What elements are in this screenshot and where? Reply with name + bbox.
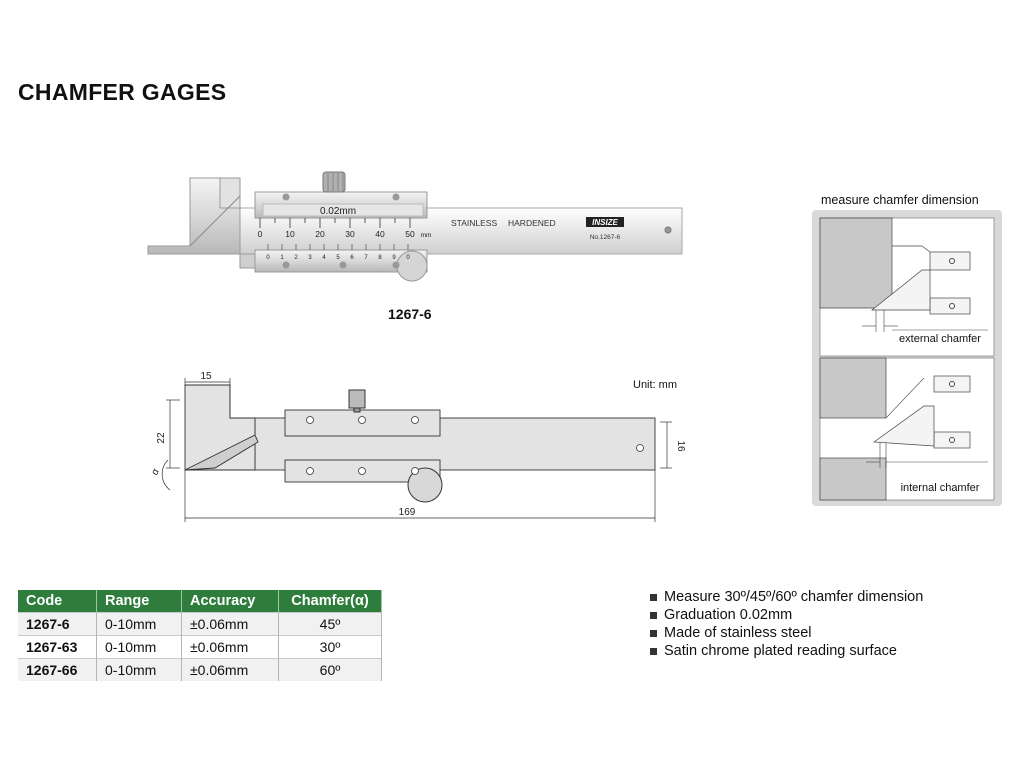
table-row: 1267-66 0-10mm ±0.06mm 60º: [18, 658, 382, 681]
dim-169: 169: [399, 507, 416, 518]
panel-title: measure chamfer dimension: [821, 193, 979, 207]
main-scale-unit: mm: [421, 232, 432, 239]
cell-range: 0-10mm: [96, 658, 182, 681]
main-scale-label: 20: [315, 229, 325, 239]
column-header-code: Code: [18, 590, 97, 613]
feature-item: Graduation 0.02mm: [648, 606, 923, 624]
cell-chamfer: 45º: [278, 612, 382, 636]
unit-note: Unit: mm: [633, 379, 677, 391]
column-header-chamfer: Chamfer(α): [278, 590, 382, 613]
page-title: CHAMFER GAGES: [18, 79, 227, 105]
dimension-drawing: 15 22 α 16 169: [150, 371, 686, 522]
vernier-label: 0: [406, 255, 410, 261]
feature-item: Satin chrome plated reading surface: [648, 642, 923, 660]
main-scale-label: 10: [285, 229, 295, 239]
table-row: 1267-6 0-10mm ±0.06mm 45º: [18, 612, 382, 636]
scale-reading: 0.02mm: [320, 206, 356, 217]
main-scale-label: 50: [405, 229, 415, 239]
cell-code: 1267-66: [18, 658, 97, 681]
stainless-label: STAINLESS: [451, 218, 497, 228]
cell-code: 1267-63: [18, 635, 97, 659]
cell-range: 0-10mm: [96, 635, 182, 659]
external-chamfer-label: external chamfer: [899, 333, 981, 345]
model-label: No.1267-6: [590, 234, 621, 241]
vernier-label: 2: [294, 255, 298, 261]
feature-item: Measure 30º/45º/60º chamfer dimension: [648, 588, 923, 606]
vernier-label: 0: [266, 255, 270, 261]
vernier-label: 5: [336, 255, 340, 261]
cell-accuracy: ±0.06mm: [181, 658, 279, 681]
feature-list: Measure 30º/45º/60º chamfer dimension Gr…: [648, 588, 923, 660]
brand-logo-text: INSIZE: [592, 218, 618, 227]
main-scale-label: 40: [375, 229, 385, 239]
brand-logo: [586, 217, 624, 227]
dim-alpha: α: [150, 467, 162, 476]
vernier-label: 4: [322, 255, 326, 261]
photo-caption: 1267-6: [388, 306, 432, 322]
vernier-label: 3: [308, 255, 312, 261]
table-row: 1267-63 0-10mm ±0.06mm 30º: [18, 635, 382, 659]
product-photo: 0.02mm 0 10 20 30 40 50 mm 0 1 2 3 4 5 6…: [147, 171, 683, 282]
cell-accuracy: ±0.06mm: [181, 635, 279, 659]
cell-accuracy: ±0.06mm: [181, 612, 279, 636]
dim-22: 22: [156, 432, 167, 444]
table-header-row: Code Range Accuracy Chamfer(α): [18, 590, 382, 613]
internal-chamfer-label: internal chamfer: [901, 482, 980, 494]
spec-table: Code Range Accuracy Chamfer(α) 1267-6 0-…: [18, 590, 382, 681]
main-scale-label: 30: [345, 229, 355, 239]
cell-code: 1267-6: [18, 612, 97, 636]
vernier-label: 9: [392, 255, 396, 261]
vernier-label: 7: [364, 255, 368, 261]
dim-15: 15: [200, 371, 212, 382]
cell-chamfer: 30º: [278, 635, 382, 659]
cell-range: 0-10mm: [96, 612, 182, 636]
column-header-accuracy: Accuracy: [181, 590, 279, 613]
hardened-label: HARDENED: [508, 218, 556, 228]
feature-item: Made of stainless steel: [648, 624, 923, 642]
dim-16: 16: [675, 440, 686, 452]
column-header-range: Range: [96, 590, 182, 613]
vernier-label: 1: [280, 255, 284, 261]
cell-chamfer: 60º: [278, 658, 382, 681]
vernier-label: 6: [350, 255, 354, 261]
measurement-panel: external chamfer internal chamfer: [812, 210, 1002, 506]
main-scale-label: 0: [258, 229, 263, 239]
vernier-label: 8: [378, 255, 382, 261]
